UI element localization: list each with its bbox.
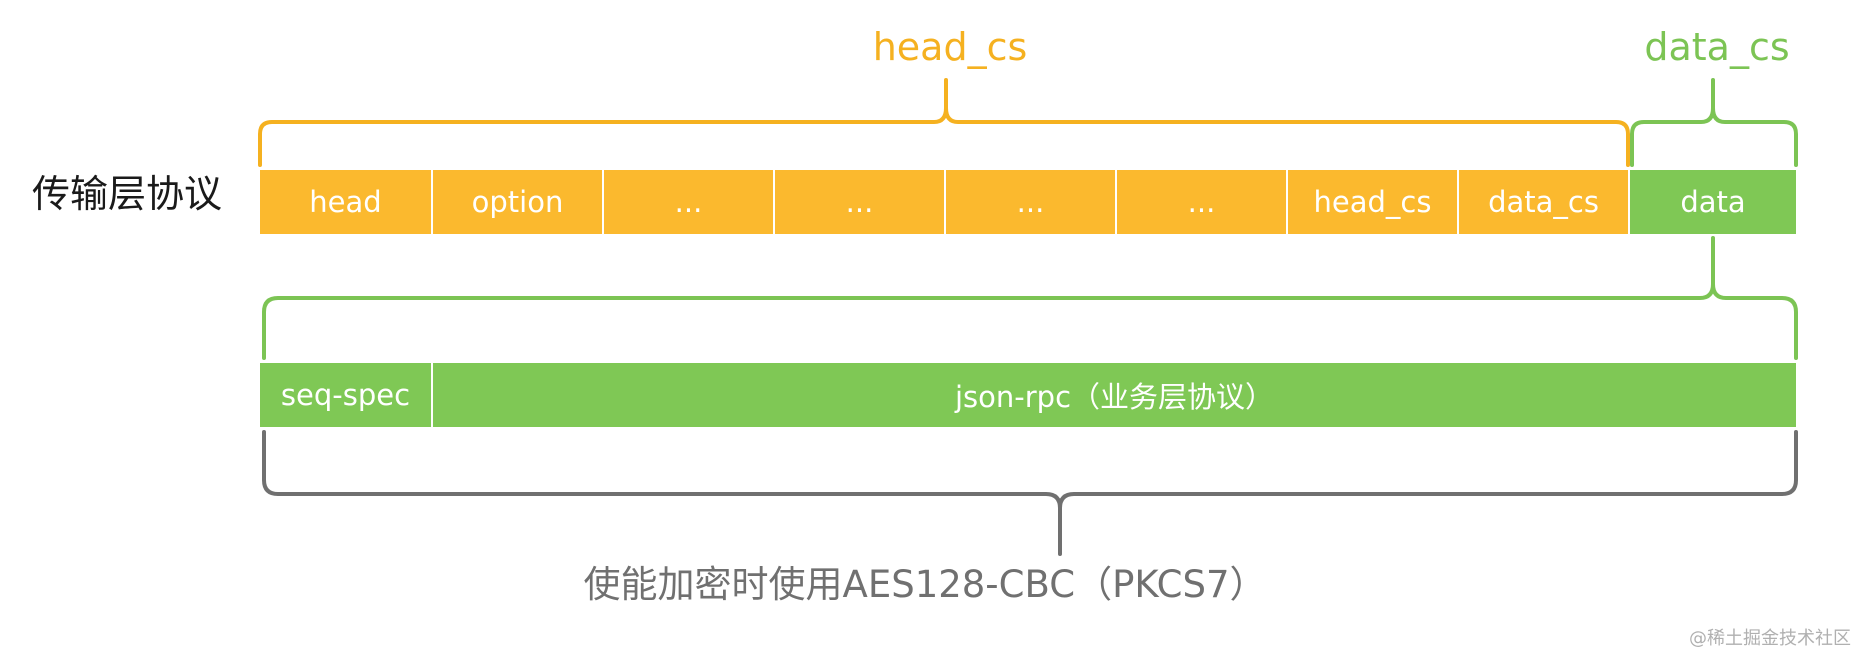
encryption-note: 使能加密时使用AES128-CBC（PKCS7） xyxy=(583,563,1267,606)
watermark: @稀土掘金技术社区 xyxy=(1689,628,1851,649)
field-data-cs: data_cs xyxy=(1457,170,1628,234)
field-data: data xyxy=(1628,170,1796,234)
field-head: head xyxy=(260,170,431,234)
data-expansion-brace xyxy=(262,236,1798,360)
data-cs-brace-label: data_cs xyxy=(1644,25,1790,69)
field-head-cs: head_cs xyxy=(1286,170,1457,234)
field-ellipsis-2: ... xyxy=(773,170,944,234)
field-ellipsis-1: ... xyxy=(602,170,773,234)
field-ellipsis-3: ... xyxy=(944,170,1115,234)
field-json-rpc: json-rpc（业务层协议） xyxy=(431,363,1796,427)
business-layer-row: seq-spec json-rpc（业务层协议） xyxy=(260,363,1796,427)
transport-layer-row: head option ... ... ... ... head_cs data… xyxy=(260,170,1796,234)
head-cs-brace-label: head_cs xyxy=(872,25,1028,69)
field-option: option xyxy=(431,170,602,234)
encryption-brace xyxy=(262,430,1798,556)
data-cs-brace xyxy=(1630,78,1798,167)
transport-layer-title: 传输层协议 xyxy=(32,172,223,216)
field-ellipsis-4: ... xyxy=(1115,170,1286,234)
head-cs-brace xyxy=(258,78,1630,167)
field-seq-spec: seq-spec xyxy=(260,363,431,427)
